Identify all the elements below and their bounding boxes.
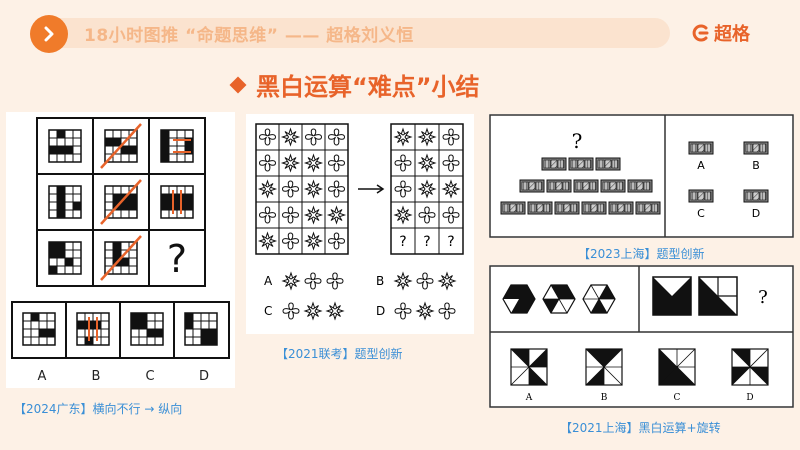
diamond-bullet-icon (229, 76, 247, 93)
puzzle-2024-figure: ? (11, 117, 230, 384)
option-label-d: D (746, 393, 753, 403)
card-2021-shanghai: ? A B C D (489, 265, 794, 408)
question-mark: ? (399, 234, 406, 250)
puzzle-2021-shanghai-figure: ? A B C D (489, 265, 794, 408)
option-label-c: C (145, 369, 154, 384)
question-mark: ? (758, 287, 768, 308)
option-label-b: B (376, 274, 384, 288)
question-mark: ? (167, 237, 187, 281)
puzzle-2021-lianikao-figure: ? ? ? A B C D (255, 123, 464, 320)
option-label-c: C (674, 393, 681, 403)
option-label-b: B (92, 369, 101, 384)
logo-icon (692, 24, 709, 42)
option-label-b: B (601, 393, 608, 403)
option-label-c: C (697, 207, 705, 220)
slide-title-text: 黑白运算“难点”小结 (256, 73, 480, 101)
card-2023-shanghai: ? A B C D (489, 114, 794, 238)
arrow-right-icon (358, 184, 385, 194)
option-label-d: D (752, 207, 760, 220)
chevron-right-icon[interactable] (30, 15, 68, 53)
option-label-a: A (525, 393, 533, 403)
option-label-a: A (264, 274, 273, 288)
option-label-a: A (697, 159, 705, 172)
caption-2021-shanghai: 【2021上海】黑白运算+旋转 (560, 421, 721, 435)
caption-2024: 【2024广东】横向不行 → 纵向 (14, 402, 183, 416)
logo-text: 超格 (714, 24, 750, 45)
option-label-a: A (38, 369, 47, 384)
caption-2023-shanghai: 【2023上海】题型创新 (578, 247, 705, 261)
card-2024-guangdong: ? (6, 112, 235, 388)
card-2021-lianikao: ? ? ? A B C D (246, 114, 474, 334)
option-label-c: C (264, 304, 272, 318)
question-mark: ? (447, 234, 454, 250)
option-label-d: D (376, 304, 385, 318)
logo: 超格 (690, 18, 750, 48)
question-mark: ? (572, 129, 583, 153)
slide-title: 黑白运算“难点”小结 (229, 67, 480, 102)
header-bar (30, 18, 670, 48)
header-title: 18小时图推 “命题思维” —— 超格刘义恒 (84, 26, 414, 46)
option-label-d: D (199, 369, 209, 384)
question-mark: ? (423, 234, 430, 250)
caption-2021-lianikao: 【2021联考】题型创新 (276, 347, 403, 361)
option-label-b: B (752, 159, 760, 172)
puzzle-2023-shanghai-figure: ? A B C D (489, 114, 794, 238)
